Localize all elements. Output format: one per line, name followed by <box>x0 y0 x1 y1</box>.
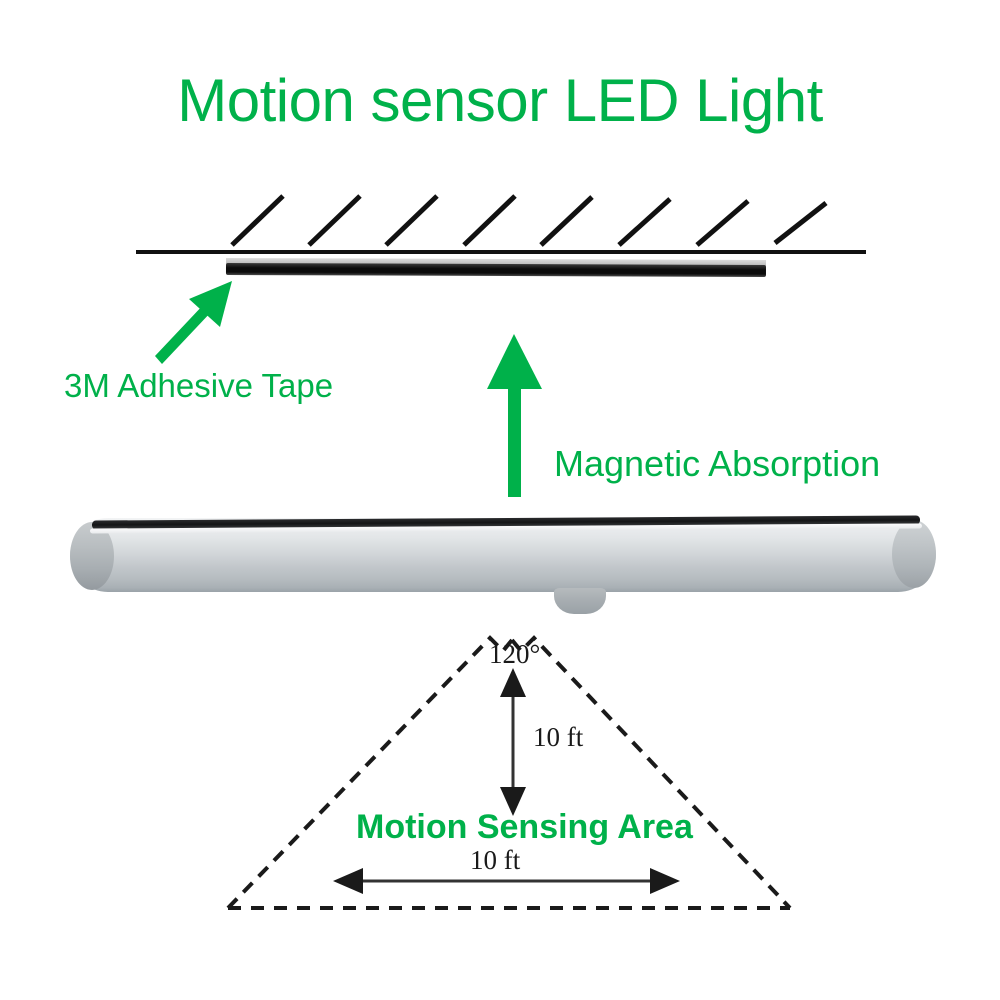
sensing-width-label: 10 ft <box>470 845 521 875</box>
height-arrow-head-top <box>500 668 526 697</box>
adhesive-tape-label: 3M Adhesive Tape <box>64 367 334 404</box>
height-dimension-arrow <box>500 668 526 816</box>
adhesive-arrow-shaft <box>155 303 212 364</box>
led-light-bar <box>70 510 936 614</box>
sensing-height-label: 10 ft <box>533 722 584 752</box>
hatch-mark <box>695 199 750 247</box>
sensing-angle-label: 120° <box>489 639 541 669</box>
magnetic-arrow-head <box>487 334 542 389</box>
adhesive-tape-arrow <box>155 281 232 364</box>
pir-sensor-dome <box>554 588 606 614</box>
width-arrow-head-right <box>650 868 680 894</box>
hatch-mark <box>773 201 828 245</box>
tape-adhesive-layer <box>225 262 767 278</box>
magnetic-absorption-label: Magnetic Absorption <box>554 443 881 484</box>
hatch-marks-group <box>230 194 828 247</box>
adhesive-arrow-head <box>189 281 232 327</box>
hatch-mark <box>462 194 517 247</box>
magnetic-absorption-arrow <box>487 334 542 497</box>
hatch-mark <box>617 197 672 247</box>
magnetic-arrow-shaft <box>508 383 521 497</box>
hatch-mark <box>230 194 285 247</box>
hatch-mark <box>539 195 594 247</box>
hatch-mark <box>384 194 439 247</box>
page-title: Motion sensor LED Light <box>177 67 823 134</box>
adhesive-tape-strip <box>225 257 767 278</box>
hatch-mark <box>307 194 362 247</box>
width-arrow-head-left <box>333 868 363 894</box>
motion-sensing-area-label: Motion Sensing Area <box>356 808 693 846</box>
light-bar-end-cap-right <box>892 520 936 588</box>
sensing-triangle-right-edge <box>510 635 792 910</box>
